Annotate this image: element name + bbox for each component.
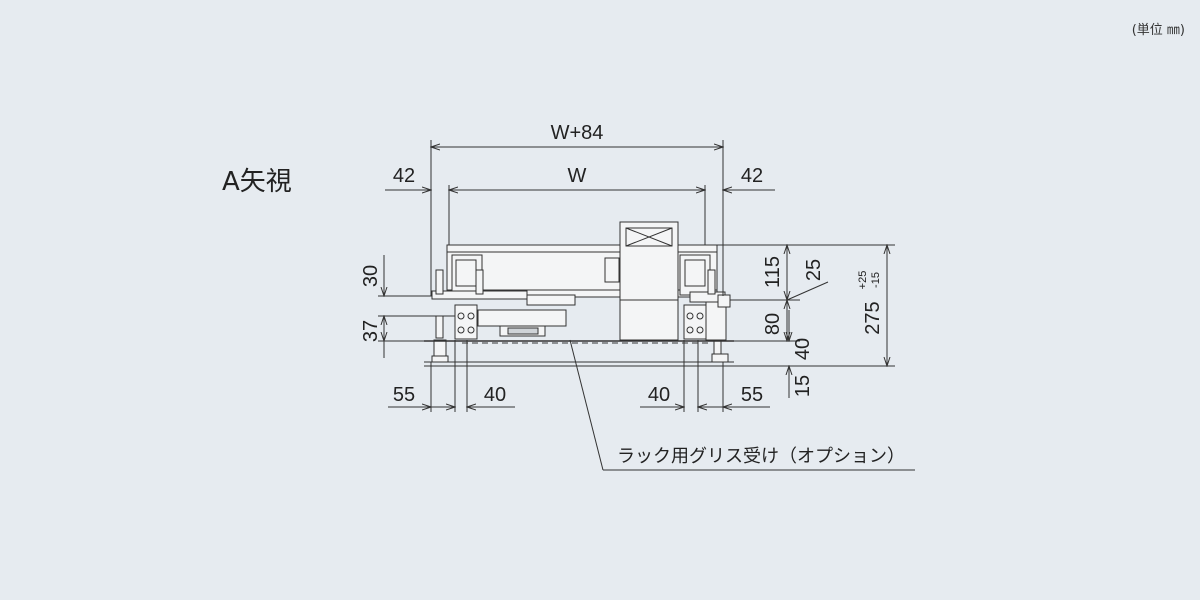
unit-note: (単位 ㎜)	[1132, 22, 1185, 38]
dim-bottom-right-55: 55	[741, 384, 763, 406]
dim-overall-width: W+84	[551, 122, 604, 144]
dim-275-tol-plus: +25	[857, 271, 869, 290]
bottom-dimensions: 55 40 40 55	[388, 340, 770, 412]
dim-left-42: 42	[393, 165, 415, 187]
right-dimensions: 115 25 80 40 15 275 +25 -15	[717, 245, 895, 398]
grease-tray-callout: ラック用グリス受け（オプション）	[569, 339, 915, 471]
machine-body	[424, 221, 734, 367]
view-label: A矢視	[222, 167, 292, 197]
dim-inner-width: W	[568, 165, 587, 187]
top-dimensions: W+84 W 42 42	[385, 122, 775, 296]
dim-80: 80	[762, 313, 784, 335]
callout-label: ラック用グリス受け（オプション）	[617, 446, 905, 467]
dim-37: 37	[360, 320, 382, 342]
dim-bottom-right-40: 40	[648, 384, 670, 406]
dim-right-42: 42	[741, 165, 763, 187]
dim-30: 30	[360, 265, 382, 287]
dim-275: 275	[862, 301, 884, 334]
dim-bottom-left-55: 55	[393, 384, 415, 406]
dim-275-tol-minus: -15	[870, 272, 882, 288]
dim-40: 40	[792, 338, 814, 360]
dim-15: 15	[792, 375, 814, 397]
left-dimensions: 30 37	[360, 255, 455, 358]
dim-115: 115	[762, 256, 784, 288]
dim-bottom-left-40: 40	[484, 384, 506, 406]
dim-25: 25	[803, 259, 825, 281]
